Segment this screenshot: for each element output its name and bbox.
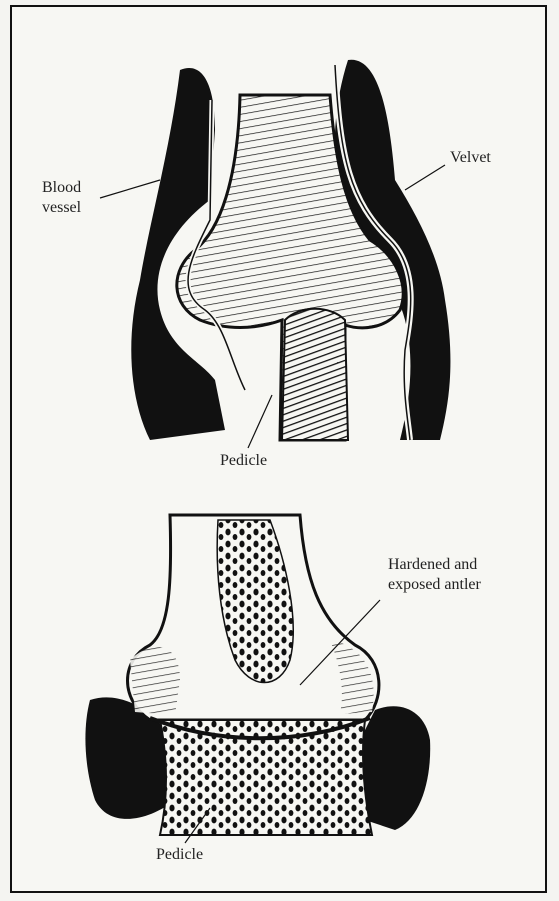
label-pedicle-top: Pedicle	[220, 451, 267, 471]
leader-pedicle-top	[248, 395, 272, 448]
hardened-antler-drawing	[85, 515, 430, 835]
leader-velvet	[405, 165, 445, 190]
label-blood-vessel: Blood vessel	[42, 178, 81, 218]
label-pedicle-bottom: Pedicle	[156, 845, 203, 865]
pedicle-top-shape	[282, 309, 348, 440]
leader-blood-vessel	[100, 180, 160, 198]
velvet-antler-drawing	[131, 60, 450, 440]
label-hardened-antler: Hardened and exposed antler	[388, 555, 481, 595]
bottom-fur-right	[360, 706, 430, 830]
label-velvet: Velvet	[450, 148, 491, 168]
